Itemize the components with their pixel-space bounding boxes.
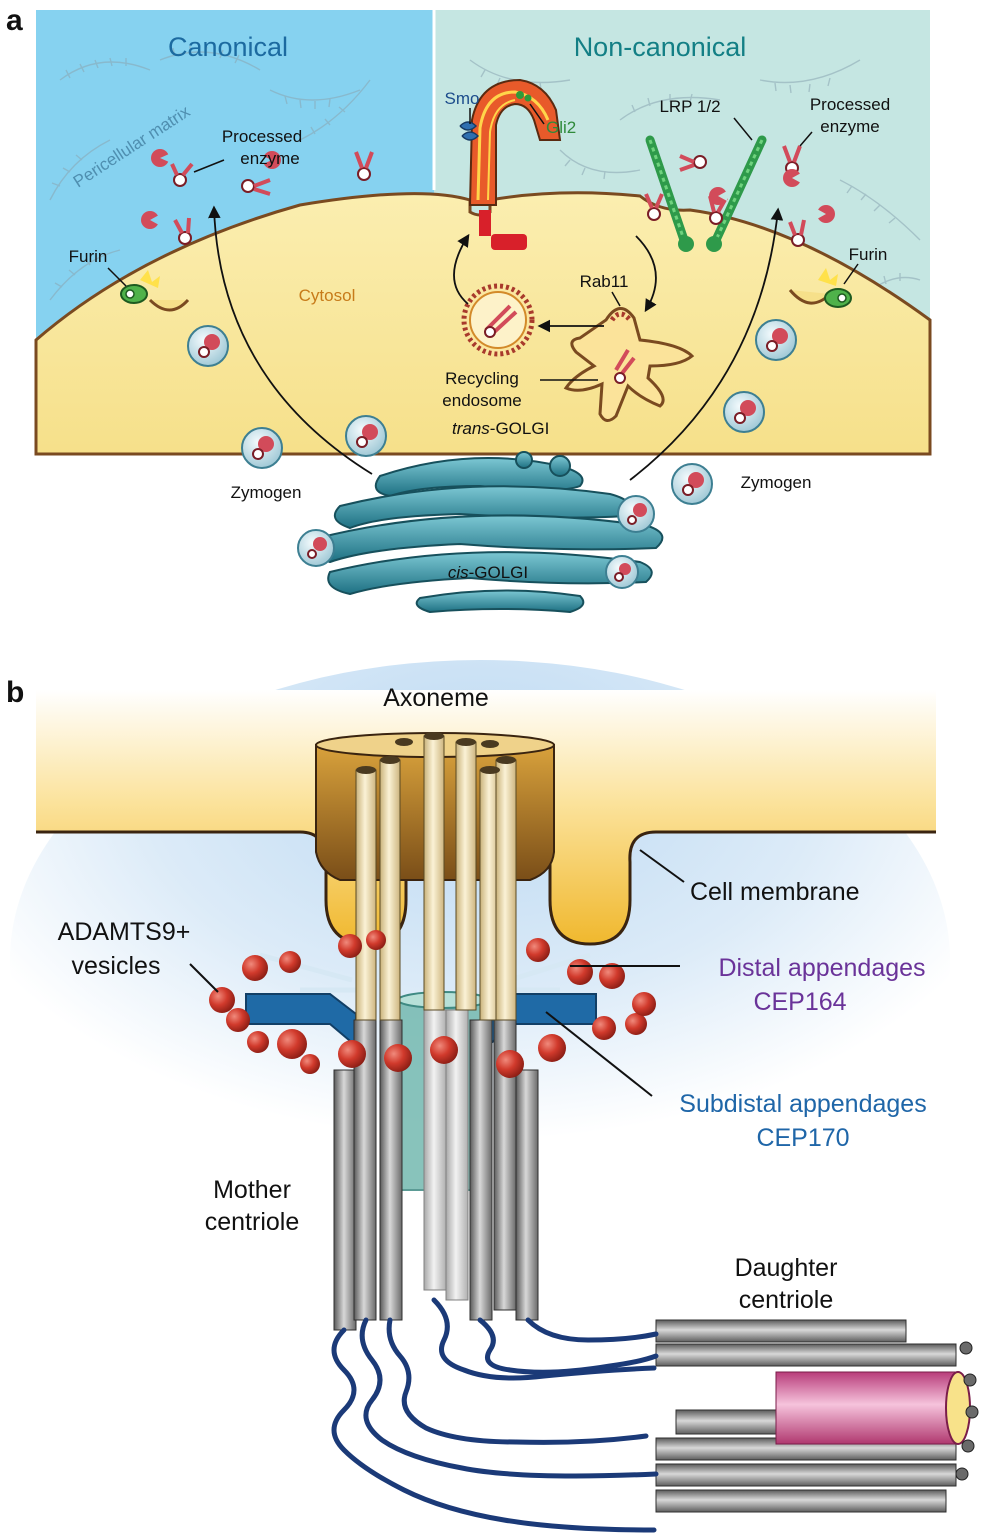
mother-centriole-label-1: Mother [213,1176,291,1204]
distal-appendages-label-2: CEP164 [753,988,846,1016]
zymogen-right-label: Zymogen [741,473,812,492]
gli2-leader-line [529,103,545,125]
primary-cilium [468,78,562,250]
furin-right-icon [818,268,852,308]
distal-appendage-fibers [259,952,591,993]
processed-enzymes [141,145,835,247]
processed-enzyme-left-label-1: Processed [222,127,302,146]
distal-appendages-label-1: Distal appendages [718,954,925,982]
subdistal-appendages-label-2: CEP170 [756,1124,849,1152]
panel-a: a Pericellular matrix Canonical Non-cano… [6,4,932,614]
furin-right-label: Furin [849,245,888,264]
daughter-centriole-label-2: centriole [739,1286,834,1314]
adamts9-label-1: ADAMTS9+ [58,918,191,946]
adamts9-label-2: vesicles [72,952,161,980]
cell-membrane-edge-right [548,830,936,946]
processed-enzyme-left-leader [193,159,225,173]
trans-golgi-prefix: trans [452,419,490,438]
cis-golgi-prefix: cis [448,563,469,582]
daughter-centriole [655,1319,979,1513]
furin-left-icon [120,270,160,304]
cis-golgi-suffix: -GOLGI [469,563,529,582]
panel-a-letter: a [6,4,23,37]
panel-b-letter: b [6,676,24,709]
daughter-centriole-label-1: Daughter [735,1254,838,1282]
trans-golgi-label: trans-GOLGI [452,419,549,438]
cytosol-label: Cytosol [299,286,356,305]
smo-receptor-icon [459,121,480,141]
processed-enzyme-left-label-2: enzyme [240,149,300,168]
mother-centriole-label-2: centriole [205,1208,300,1236]
zymogen-left-label: Zymogen [231,483,302,502]
cell-membrane-leader [639,849,685,883]
adamts9-vesicles [209,930,656,1078]
golgi-apparatus [297,451,664,614]
noncanonical-label: Non-canonical [574,32,747,62]
pericellular-matrix-fibers [49,46,921,301]
gli2-label: Gli2 [546,118,576,137]
furin-right-leader-line [843,263,859,285]
recycling-endosome-label-1: Recycling [445,369,519,388]
processed-enzyme-right-label-2: enzyme [820,117,880,136]
axoneme-label: Axoneme [383,684,489,712]
rab11-leader-line [611,291,621,307]
rab11-label: Rab11 [580,272,629,291]
recycling-endosome [461,283,535,357]
mother-centriole [333,1009,539,1331]
trans-golgi-suffix: -GOLGI [490,419,550,438]
recycling-endosome-label-2: endosome [442,391,521,410]
left-membrane-pit [148,298,190,312]
cell-membrane-label: Cell membrane [690,878,860,906]
processed-enzyme-right-label-1: Processed [810,95,890,114]
trafficking-arrows [208,205,784,481]
panel-b: b [6,660,979,1533]
cis-golgi-label: cis-GOLGI [448,563,528,582]
axoneme-microtubules [355,732,517,1021]
gli2-dot-icon [516,91,524,99]
lrp-label: LRP 1/2 [659,97,720,116]
lrp-receptor-left-icon [645,135,694,252]
cell-membrane-band [36,690,936,944]
processed-enzyme-right-leader [799,131,813,147]
sorting-endosome [563,307,695,422]
adamts9-leader [189,963,219,993]
lrp-leader-line [733,117,753,141]
zymogen-vesicles [187,319,797,505]
furin-left-label: Furin [69,247,108,266]
subdistal-appendages-label-1: Subdistal appendages [679,1090,926,1118]
furin-left-leader-line [107,267,127,287]
gli2-dot-icon [524,94,532,102]
subdistal-appendages-leader [545,1011,653,1097]
smo-label: Smo [445,89,480,108]
centriole-linker-fibers [331,1297,659,1533]
lrp-receptor-right-icon [706,135,767,252]
canonical-label: Canonical [168,32,288,62]
